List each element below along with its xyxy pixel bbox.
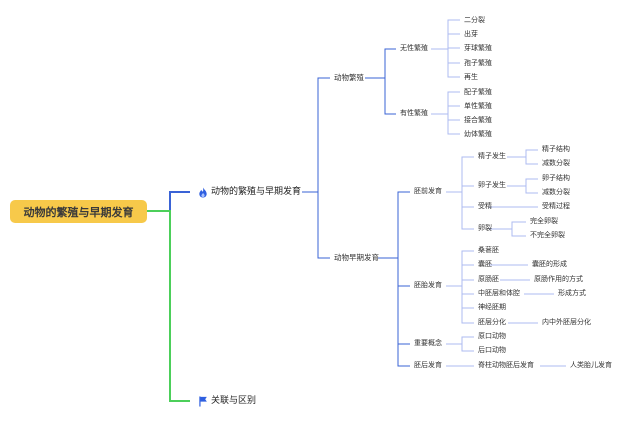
leaf-blastula-formation[interactable]: 囊胚的形成: [532, 260, 567, 268]
leaf-human-fetal-development[interactable]: 人类胎儿发育: [570, 361, 612, 369]
thick-links: [147, 191, 190, 402]
node-pre-embryo[interactable]: 胚前发育: [414, 187, 442, 195]
link-cleavage: [489, 221, 526, 237]
node-post-embryo[interactable]: 胚后发育: [414, 361, 442, 369]
link-sperm: [507, 149, 538, 165]
leaf-paedogenesis[interactable]: 幼体繁殖: [464, 130, 492, 138]
node-neurula[interactable]: 神经胚期: [478, 303, 506, 311]
link-pre-embryo: [446, 156, 474, 230]
link-embryo: [446, 250, 474, 324]
leaf-protostome[interactable]: 原口动物: [478, 332, 506, 340]
link-egg: [507, 178, 538, 194]
link-root-main: [147, 191, 190, 212]
flame-icon: [199, 186, 207, 198]
link-root-relation: [147, 210, 190, 402]
leaf-gastrulation-modes[interactable]: 原肠作用的方式: [534, 275, 583, 283]
node-asexual[interactable]: 无性繁殖: [400, 44, 428, 52]
leaf-conjugation[interactable]: 接合繁殖: [464, 116, 492, 124]
leaf-spore[interactable]: 孢子繁殖: [464, 59, 492, 67]
leaf-parthenogenesis[interactable]: 单性繁殖: [464, 102, 492, 110]
node-embryo[interactable]: 胚胎发育: [414, 281, 442, 289]
node-cleavage[interactable]: 卵裂: [478, 224, 492, 232]
node-germ-layer[interactable]: 胚层分化: [478, 318, 506, 326]
pale-links: [431, 19, 566, 367]
link-sexual: [431, 91, 460, 135]
leaf-complete-cleavage[interactable]: 完全卵裂: [530, 217, 558, 225]
link-asexual: [431, 19, 460, 78]
node-concepts[interactable]: 重要概念: [414, 339, 442, 347]
branch-relation-label: 关联与区别: [211, 396, 257, 406]
leaf-fertilization-process[interactable]: 受精过程: [542, 202, 570, 210]
node-development[interactable]: 动物早期发育: [334, 253, 379, 262]
node-fertilization[interactable]: 受精: [478, 202, 492, 210]
node-oogenesis[interactable]: 卵子发生: [478, 181, 506, 189]
leaf-gamete[interactable]: 配子繁殖: [464, 88, 492, 96]
link-reproduction: [365, 48, 396, 115]
node-reproduction[interactable]: 动物繁殖: [334, 73, 364, 82]
node-mesoderm[interactable]: 中胚层和体腔: [478, 289, 520, 297]
node-vertebrate-post-embryo[interactable]: 脊柱动物胚后发育: [478, 361, 534, 369]
leaf-egg-structure[interactable]: 卵子结构: [542, 174, 570, 182]
leaf-egg-meiosis[interactable]: 减数分裂: [542, 188, 570, 196]
branch-relation[interactable]: 关联与区别: [198, 395, 256, 407]
blue-links: [302, 48, 410, 367]
leaf-binary-fission[interactable]: 二分裂: [464, 16, 485, 24]
branch-main[interactable]: 动物的繁殖与早期发育: [198, 186, 301, 198]
leaf-deuterostome[interactable]: 后口动物: [478, 346, 506, 354]
leaf-sperm-structure[interactable]: 精子结构: [542, 145, 570, 153]
link-development: [378, 191, 410, 367]
leaf-sperm-meiosis[interactable]: 减数分裂: [542, 159, 570, 167]
root-topic[interactable]: 动物的繁殖与早期发育: [10, 200, 147, 223]
node-gastrula[interactable]: 原肠胚: [478, 275, 499, 283]
branch-main-label: 动物的繁殖与早期发育: [211, 187, 302, 197]
leaf-incomplete-cleavage[interactable]: 不完全卵裂: [530, 231, 565, 239]
node-blastula[interactable]: 囊胚: [478, 260, 492, 268]
node-sexual[interactable]: 有性繁殖: [400, 109, 428, 117]
leaf-germ-layer-differentiation[interactable]: 内中外胚层分化: [542, 318, 591, 326]
node-morula[interactable]: 桑葚胚: [478, 246, 499, 254]
link-main-branches: [302, 77, 330, 259]
leaf-gemmule[interactable]: 芽球繁殖: [464, 44, 492, 52]
flag-icon: [199, 395, 207, 407]
leaf-regeneration[interactable]: 再生: [464, 73, 478, 81]
node-spermatogenesis[interactable]: 精子发生: [478, 152, 506, 160]
link-concepts: [446, 336, 474, 352]
leaf-budding[interactable]: 出芽: [464, 30, 478, 38]
leaf-formation-mode[interactable]: 形成方式: [558, 289, 586, 297]
